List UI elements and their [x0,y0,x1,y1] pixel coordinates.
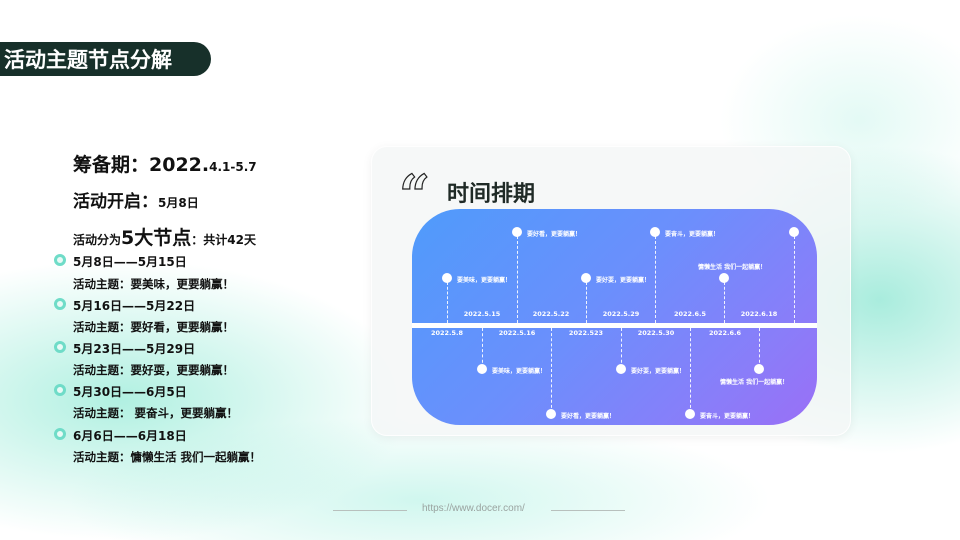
timeline-date: 2022.5.30 [637,329,675,337]
timeline-marker [616,364,626,374]
timeline-marker [477,364,487,374]
timeline-date: 2022.6.5 [673,310,707,318]
timeline-event-label: 要好耍，更要躺赢！ [631,368,686,375]
prep-year: 2022. [149,154,210,176]
phase-range-text: 5月30日——6月5日 [73,385,187,399]
footer-url: https://www.docer.com/ [422,503,525,514]
timeline-connector [724,282,725,323]
phase-range-text: 5月8日——5月15日 [73,255,187,269]
phase-range: 5月23日——5月29日 [54,340,196,357]
timeline-marker [546,409,556,419]
timeline-connector [690,328,691,413]
timeline-marker [512,227,522,237]
timeline-connector [655,236,656,323]
ring-bullet-icon [54,428,66,440]
timeline-connector [517,236,518,323]
phase-range-text: 5月16日——5月22日 [73,299,196,313]
timeline-connector [482,328,483,368]
phase-range: 5月30日——6月5日 [54,383,187,400]
timeline: 要美味，更要躺赢！ 要好看，更要躺赢！ 要好耍，更要躺赢！ 要奋斗，更要躺赢！ … [412,209,817,425]
timeline-event-label: 要奋斗，更要躺赢！ [700,413,755,420]
phase-theme: 活动主题：要美味，更要躺赢！ [73,277,234,291]
timeline-date: 2022.6.18 [740,310,778,318]
footer-divider-right [551,510,625,511]
timeline-marker [754,364,764,374]
ring-bullet-icon [54,298,66,310]
phase-range: 6月6日——6月18日 [54,427,187,444]
timeline-marker [685,409,695,419]
phase-range: 5月8日——5月15日 [54,253,187,270]
timeline-event-label: 慵懒生活 我们一起躺赢！ [698,264,767,271]
prep-period: 筹备期：2022.4.1-5.7 [73,150,257,177]
timeline-connector [759,328,760,368]
quote-mark-icon: “ [399,168,431,208]
timeline-event-label: 要奋斗，更要躺赢！ [665,231,720,238]
phase-theme: 活动主题：慵懒生活 我们一起躺赢！ [73,450,262,464]
timeline-event-label: 要美味，更要躺赢！ [492,368,547,375]
prep-label: 筹备期： [73,154,150,176]
ring-bullet-icon [54,384,66,396]
start-date: 5月8日 [158,196,199,210]
slide-title: 活动主题节点分解 [0,42,211,76]
timeline-event-label: 慵懒生活 我们一起躺赢！ [720,379,789,386]
timeline-connector [447,282,448,323]
timeline-date: 2022.523 [568,329,604,337]
footer-divider-left [333,510,407,511]
timeline-date: 2022.5.8 [430,329,464,337]
phase-theme: 活动主题：要好看，更要躺赢！ [73,320,234,334]
phase-range-text: 6月6日——6月18日 [73,429,187,443]
timeline-date: 2022.5.29 [602,310,640,318]
timeline-connector [551,328,552,413]
timeline-date: 2022.5.22 [532,310,570,318]
start-label: 活动开启： [73,192,158,212]
timeline-event-label: 要美味，更要躺赢！ [457,277,512,284]
timeline-connector [586,282,587,323]
timeline-marker [650,227,660,237]
slide-title-text: 活动主题节点分解 [4,48,172,72]
phase-theme: 活动主题：要好耍，更要躺赢！ [73,363,234,377]
phase-theme: 活动主题： 要奋斗，更要躺赢！ [73,406,239,420]
timeline-connector [794,236,795,323]
prep-range: 4.1-5.7 [209,160,257,174]
phase-range: 5月16日——5月22日 [54,297,196,314]
timeline-date: 2022.5.16 [498,329,536,337]
timeline-marker [789,227,799,237]
node-summary: 活动分为5大节点：共计42天 [73,223,256,250]
timeline-connector [621,328,622,368]
timeline-event-label: 要好看，更要躺赢！ [527,231,582,238]
phase-range-text: 5月23日——5月29日 [73,342,196,356]
timeline-marker [442,273,452,283]
timeline-date: 2022.6.6 [708,329,742,337]
timeline-date: 2022.5.15 [463,310,501,318]
activity-start: 活动开启：5月8日 [73,187,199,212]
card-title: 时间排期 [447,182,536,207]
ring-bullet-icon [54,341,66,353]
timeline-event-label: 要好看，更要躺赢！ [561,413,616,420]
nodes-count: 5大节点 [121,227,192,249]
nodes-suffix: ：共计42天 [191,233,256,247]
ring-bullet-icon [54,254,66,266]
timeline-marker [719,273,729,283]
nodes-prefix: 活动分为 [73,233,122,247]
timeline-axis [412,323,817,328]
timeline-event-label: 要好耍，更要躺赢！ [596,277,651,284]
timeline-marker [581,273,591,283]
